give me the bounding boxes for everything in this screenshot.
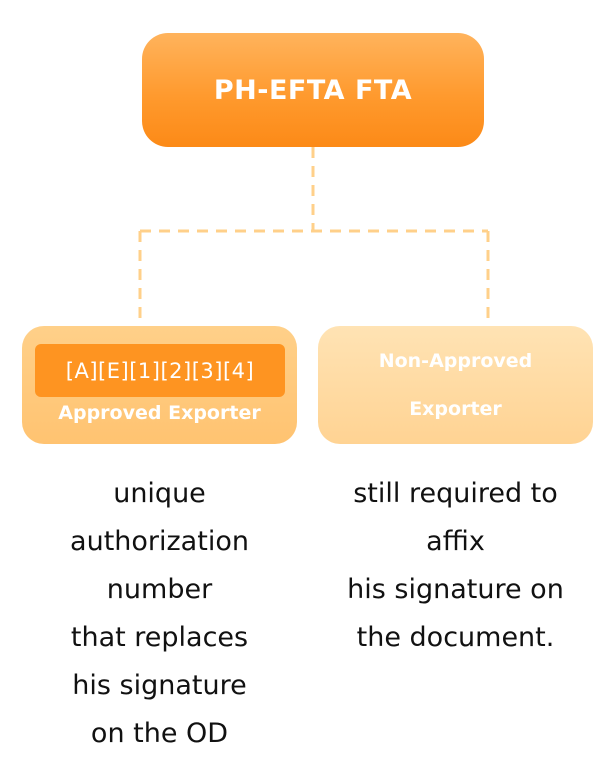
- description-line: unique: [113, 478, 206, 509]
- description-line: authorization: [70, 526, 249, 557]
- approved-exporter-node: [A][E][1][2][3][4] Approved Exporter: [22, 326, 297, 444]
- description-line: still required to: [353, 478, 558, 509]
- description-line: number: [106, 574, 213, 605]
- description-line: his signature on: [347, 574, 564, 605]
- authorization-code: [A][E][1][2][3][4]: [35, 344, 285, 397]
- non-approved-exporter-node: Non-Approved Exporter: [318, 326, 593, 444]
- non-approved-exporter-description: still required to affix his signature on…: [318, 470, 593, 662]
- description-line: his signature: [72, 670, 247, 701]
- root-node: PH-EFTA FTA: [142, 33, 484, 147]
- approved-exporter-description: unique authorization number that replace…: [22, 470, 297, 758]
- non-approved-label-line-1: Non-Approved: [378, 350, 533, 372]
- non-approved-label-line-2: Exporter: [409, 398, 502, 420]
- description-line: on the OD: [90, 718, 229, 749]
- description-line: affix: [426, 526, 485, 557]
- approved-exporter-label: Approved Exporter: [58, 402, 261, 424]
- description-line: that replaces: [70, 622, 249, 653]
- description-line: the document.: [356, 622, 555, 653]
- root-title: PH-EFTA FTA: [213, 74, 413, 106]
